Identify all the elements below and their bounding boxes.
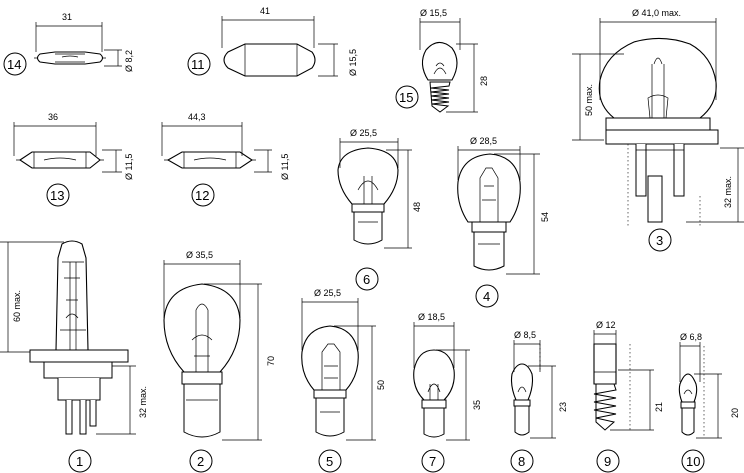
dim-8-diameter: Ø 8,5 bbox=[514, 330, 536, 340]
bulb-10: Ø 6,8 20 10 bbox=[678, 332, 740, 473]
dim-10-height: 20 bbox=[730, 408, 740, 418]
bulb-label-9: 9 bbox=[604, 454, 611, 469]
bulb-9: Ø 12 21 9 bbox=[593, 320, 664, 473]
dim-6-height: 48 bbox=[412, 202, 422, 212]
dim-4-height: 54 bbox=[540, 212, 550, 222]
bulb-2: Ø 35,5 70 2 bbox=[163, 250, 276, 473]
dim-14-diameter: Ø 8,2 bbox=[124, 50, 134, 72]
dim-3-base: 32 max. bbox=[723, 176, 733, 208]
dim-10-diameter: Ø 6,8 bbox=[680, 332, 702, 342]
dim-14-length: 31 bbox=[62, 12, 72, 22]
dim-9-diameter: Ø 12 bbox=[596, 320, 616, 330]
dim-9-height: 21 bbox=[654, 402, 664, 412]
bulb-label-14: 14 bbox=[7, 57, 21, 72]
bulb-label-13: 13 bbox=[50, 188, 64, 203]
dim-13-length: 36 bbox=[48, 112, 58, 122]
bulb-label-5: 5 bbox=[326, 454, 333, 469]
dim-11-length: 41 bbox=[260, 6, 270, 16]
bulb-7: Ø 18,5 35 7 bbox=[413, 312, 482, 473]
bulb-label-3: 3 bbox=[656, 233, 663, 248]
bulb-13: 36 Ø 11,5 13 bbox=[13, 112, 134, 207]
dim-5-diameter: Ø 25,5 bbox=[314, 288, 341, 298]
dim-13-diameter: Ø 11,5 bbox=[124, 154, 134, 180]
dim-12-diameter: Ø 11,5 bbox=[280, 154, 290, 180]
dim-6-diameter: Ø 25,5 bbox=[350, 128, 377, 138]
bulb-15: Ø 15,5 28 15 bbox=[395, 8, 489, 113]
dim-2-height: 70 bbox=[266, 356, 276, 366]
bulb-8: Ø 8,5 23 8 bbox=[510, 330, 568, 473]
bulb-14: 31 Ø 8,2 14 bbox=[3, 12, 134, 76]
dim-1-base: 32 max. bbox=[138, 386, 148, 418]
bulb-label-15: 15 bbox=[399, 90, 413, 105]
dim-5-height: 50 bbox=[376, 380, 386, 390]
bulb-label-10: 10 bbox=[686, 454, 700, 469]
bulb-6: Ø 25,5 48 6 bbox=[337, 128, 422, 291]
bulb-label-1: 1 bbox=[76, 454, 83, 469]
bulb-label-11: 11 bbox=[191, 57, 205, 72]
bulb-4: Ø 28,5 54 4 bbox=[457, 136, 550, 308]
dim-7-height: 35 bbox=[472, 400, 482, 410]
bulb-label-12: 12 bbox=[195, 188, 209, 203]
dim-15-height: 28 bbox=[479, 76, 489, 86]
bulb-label-2: 2 bbox=[197, 454, 204, 469]
dim-4-diameter: Ø 28,5 bbox=[470, 136, 497, 146]
dim-1-height: 60 max. bbox=[12, 290, 22, 322]
dim-12-length: 44,3 bbox=[188, 112, 206, 122]
dim-3-height: 50 max. bbox=[584, 84, 594, 116]
bulb-label-7: 7 bbox=[429, 454, 436, 469]
dim-7-diameter: Ø 18,5 bbox=[418, 312, 445, 322]
dim-3-diameter: Ø 41,0 max. bbox=[632, 8, 681, 18]
bulb-1: 60 max. 32 max. 1 bbox=[0, 240, 148, 473]
dim-15-diameter: Ø 15,5 bbox=[420, 8, 447, 18]
dim-8-height: 23 bbox=[558, 402, 568, 412]
bulb-label-4: 4 bbox=[483, 289, 490, 304]
bulb-11: 41 Ø 15,5 11 bbox=[187, 6, 358, 77]
dim-11-diameter: Ø 15,5 bbox=[348, 49, 358, 76]
bulb-5: Ø 25,5 50 5 bbox=[301, 288, 386, 473]
bulb-12: 44,3 Ø 11,5 12 bbox=[161, 112, 290, 207]
bulb-3: Ø 41,0 max. 50 max. 32 max. 3 bbox=[572, 8, 744, 252]
bulb-label-6: 6 bbox=[363, 272, 370, 287]
dim-2-diameter: Ø 35,5 bbox=[186, 250, 213, 260]
bulb-label-8: 8 bbox=[518, 454, 525, 469]
